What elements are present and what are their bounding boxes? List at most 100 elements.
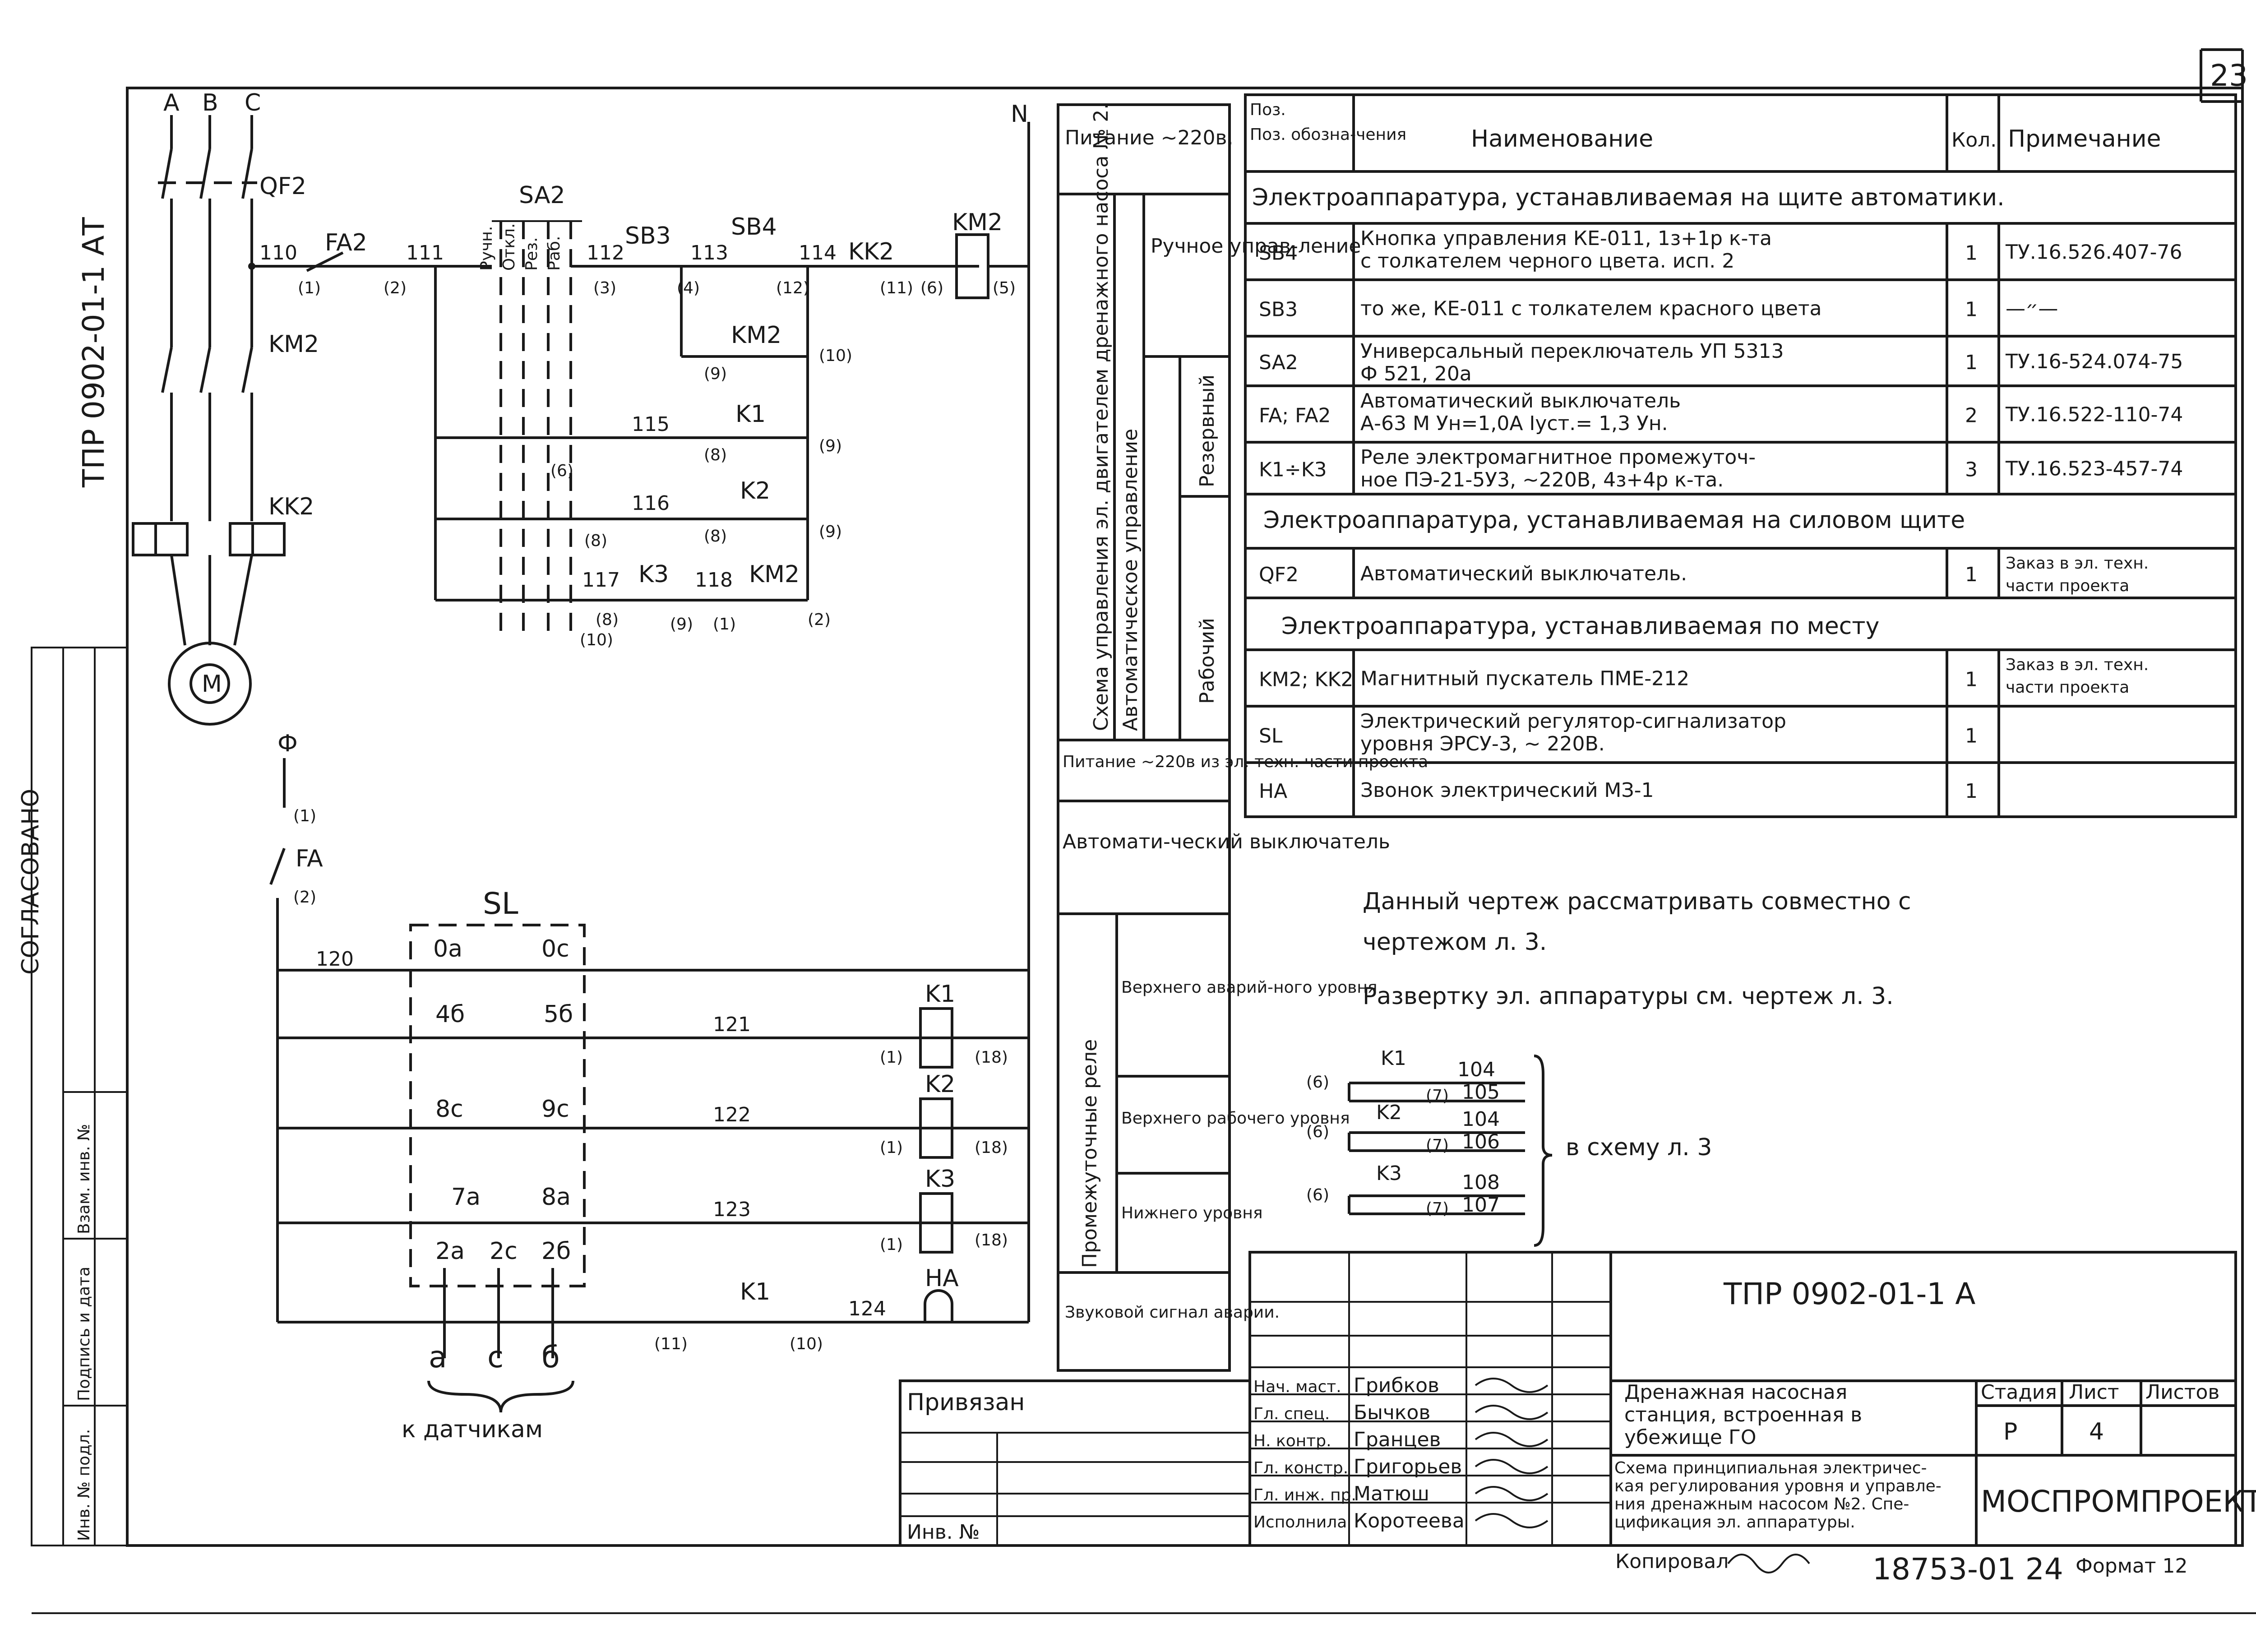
name-2: Гранцев bbox=[1354, 1428, 1441, 1451]
sketch-k2-out: (7) bbox=[1426, 1136, 1449, 1155]
term-1d: (1) bbox=[713, 615, 736, 634]
wire-110: 110 bbox=[259, 241, 297, 264]
name-0: Грибков bbox=[1354, 1374, 1439, 1397]
wire-111: 111 bbox=[406, 241, 444, 264]
role-2: Н. контр. bbox=[1253, 1432, 1331, 1450]
switch-pos-reserve: Рез. bbox=[522, 237, 541, 271]
legend-upper-emergency: Верхнего аварий-ного уровня bbox=[1121, 978, 1378, 997]
name-1: Бычков bbox=[1354, 1401, 1430, 1424]
sketch-k1-wire-a: 104 bbox=[1457, 1058, 1495, 1081]
contact-7a: 7а bbox=[451, 1184, 481, 1211]
spec-table: Поз. Поз. обозна-чения Наименование Кол.… bbox=[1244, 93, 2237, 818]
sb3-label: SB3 bbox=[625, 222, 671, 250]
spec-note-6-0: Заказ в эл. техн. bbox=[2006, 656, 2149, 674]
hdr-name: Наименование bbox=[1471, 125, 1653, 153]
sketch-k1-wire-b: 105 bbox=[1462, 1081, 1500, 1104]
fa2-label: FA2 bbox=[325, 229, 367, 256]
spec-name-4-1: ное ПЭ-21-5У3, ~220В, 4з+4р к-та. bbox=[1360, 468, 1724, 491]
spec-name-6-0: Магнитный пускатель ПМЕ-212 bbox=[1360, 667, 1689, 690]
section-power: Электроаппаратура, устанавливаемая на си… bbox=[1263, 507, 1965, 534]
wire-117: 117 bbox=[582, 569, 620, 592]
organization: МОСПРОМПРОЕКТ bbox=[1981, 1484, 2256, 1519]
spec-qty-1: 1 bbox=[1965, 298, 1978, 321]
spec-note-5-1: части проекта bbox=[2006, 577, 2129, 595]
spec-qty-3: 2 bbox=[1965, 404, 1978, 427]
spec-note-0-0: ТУ.16.526.407-76 bbox=[2005, 241, 2182, 264]
alarm-term-11: (11) bbox=[654, 1335, 688, 1353]
section-local: Электроаппаратура, устанавливаемая по ме… bbox=[1281, 613, 1879, 640]
k2-contact-label: K2 bbox=[740, 477, 770, 504]
sketch-k1-out: (7) bbox=[1426, 1087, 1449, 1105]
contact-2b: 2б bbox=[541, 1238, 571, 1265]
legend-relays-group: Промежуточные реле bbox=[1078, 1039, 1101, 1268]
note-line-2: чертежом л. 3. bbox=[1363, 929, 1547, 956]
legend-sound: Звуковой сигнал аварии. bbox=[1065, 1303, 1280, 1322]
hdr-pos: Поз. обозна-чения bbox=[1250, 125, 1406, 144]
wire-121: 121 bbox=[713, 1013, 751, 1036]
spec-note-3-0: ТУ.16.522-110-74 bbox=[2005, 403, 2183, 426]
sketch-target: в схему л. 3 bbox=[1566, 1134, 1712, 1161]
motor-symbol: M bbox=[168, 642, 252, 726]
sig-term-2: (2) bbox=[293, 888, 316, 907]
control-circuit: N 110 FA2 (1) (2) 111 SA2 Ручн. Откл. Ре… bbox=[248, 101, 1030, 1322]
role-0: Нач. маст. bbox=[1253, 1378, 1341, 1396]
term-2: (2) bbox=[384, 279, 407, 297]
spec-pos-2: SA2 bbox=[1259, 351, 1298, 374]
stage-value: Р bbox=[2003, 1418, 2017, 1445]
vertical-drawing-code: ТПР 0902-01-1 АТ bbox=[76, 217, 111, 488]
sensor-letter-c: с bbox=[487, 1340, 504, 1374]
neutral-label: N bbox=[1011, 101, 1028, 128]
wire-114: 114 bbox=[799, 241, 837, 264]
wire-115: 115 bbox=[632, 413, 670, 436]
name-5: Коротеева bbox=[1354, 1509, 1465, 1532]
switch-pos-manual: Ручн. bbox=[477, 226, 496, 271]
contact-2a: 2а bbox=[435, 1238, 465, 1265]
spec-pos-1: SB3 bbox=[1259, 298, 1298, 321]
sensor-letter-b: б bbox=[541, 1340, 560, 1374]
relay-k2-label: K2 bbox=[925, 1071, 955, 1098]
legend-working: Рабочий bbox=[1196, 618, 1219, 704]
spec-pos-0: SB4 bbox=[1259, 242, 1298, 265]
sheets-label: Листов bbox=[2145, 1381, 2219, 1404]
sketch-k3-wire-b: 107 bbox=[1462, 1194, 1500, 1217]
contact-8c: 8с bbox=[435, 1096, 463, 1123]
sheet-label: Лист bbox=[2069, 1381, 2119, 1404]
spec-name-4-0: Реле электромагнитное промежуточ- bbox=[1360, 446, 1756, 469]
stage-label: Стадия bbox=[1981, 1381, 2057, 1404]
copied-label: Копировал bbox=[1615, 1550, 1729, 1573]
wire-116: 116 bbox=[632, 492, 670, 515]
relay-k3-label: K3 bbox=[925, 1166, 955, 1193]
relay-k2-term-18: (18) bbox=[975, 1138, 1008, 1157]
title-block: ТПР 0902-01-1 А Нач. маст. Гл. спец. Н. … bbox=[1248, 1251, 2256, 1547]
legend-upper-working: Верхнего рабочего уровня bbox=[1121, 1109, 1350, 1128]
role-4: Гл. инж. пр. bbox=[1253, 1486, 1356, 1504]
approval-label: СОГЛАСОВАНО bbox=[17, 789, 44, 975]
spec-note-6-1: части проекта bbox=[2006, 678, 2129, 697]
contact-2c: 2с bbox=[490, 1238, 518, 1265]
term-3: (3) bbox=[593, 279, 616, 297]
spec-name-0-1: с толкателем черного цвета. исп. 2 bbox=[1360, 250, 1734, 273]
term-9b: (9) bbox=[819, 437, 842, 455]
fuse-label: FA bbox=[296, 845, 323, 872]
spec-name-2-0: Универсальный переключатель УП 5313 bbox=[1360, 340, 1784, 363]
title-line-1: кая регулирования уровня и управле- bbox=[1614, 1477, 1942, 1495]
relay-k3-term-1: (1) bbox=[880, 1236, 903, 1254]
legend-main-group: Схема управления эл. двигателем дренажно… bbox=[1090, 103, 1113, 731]
term-9c: (9) bbox=[819, 523, 842, 541]
title-drawing-code: ТПР 0902-01-1 А bbox=[1723, 1277, 1975, 1311]
sketch-k3: (6) K3 108 (7) 107 bbox=[1306, 1162, 1525, 1218]
switch-pos-off: Откл. bbox=[500, 223, 518, 271]
wire-118: 118 bbox=[695, 569, 733, 592]
wire-113: 113 bbox=[690, 241, 728, 264]
bound-block: Привязан Инв. № bbox=[899, 1379, 1251, 1547]
kk2-contact-label: KK2 bbox=[848, 238, 894, 265]
section-automation: Электроаппаратура, устанавливаемая на щи… bbox=[1252, 184, 2005, 211]
spec-qty-0: 1 bbox=[1965, 242, 1978, 265]
thermal-relay-label: KK2 bbox=[268, 493, 314, 520]
sketch-k3-out: (7) bbox=[1426, 1199, 1449, 1218]
sketch-k1-in: (6) bbox=[1306, 1073, 1329, 1092]
level-sensor-label: SL bbox=[483, 886, 518, 921]
alarm-term-10: (10) bbox=[790, 1335, 823, 1353]
sheet-value: 4 bbox=[2089, 1418, 2104, 1445]
left-approval-stamp: СОГЛАСОВАНО Взам. инв. № Подпись и дата … bbox=[17, 647, 128, 1546]
